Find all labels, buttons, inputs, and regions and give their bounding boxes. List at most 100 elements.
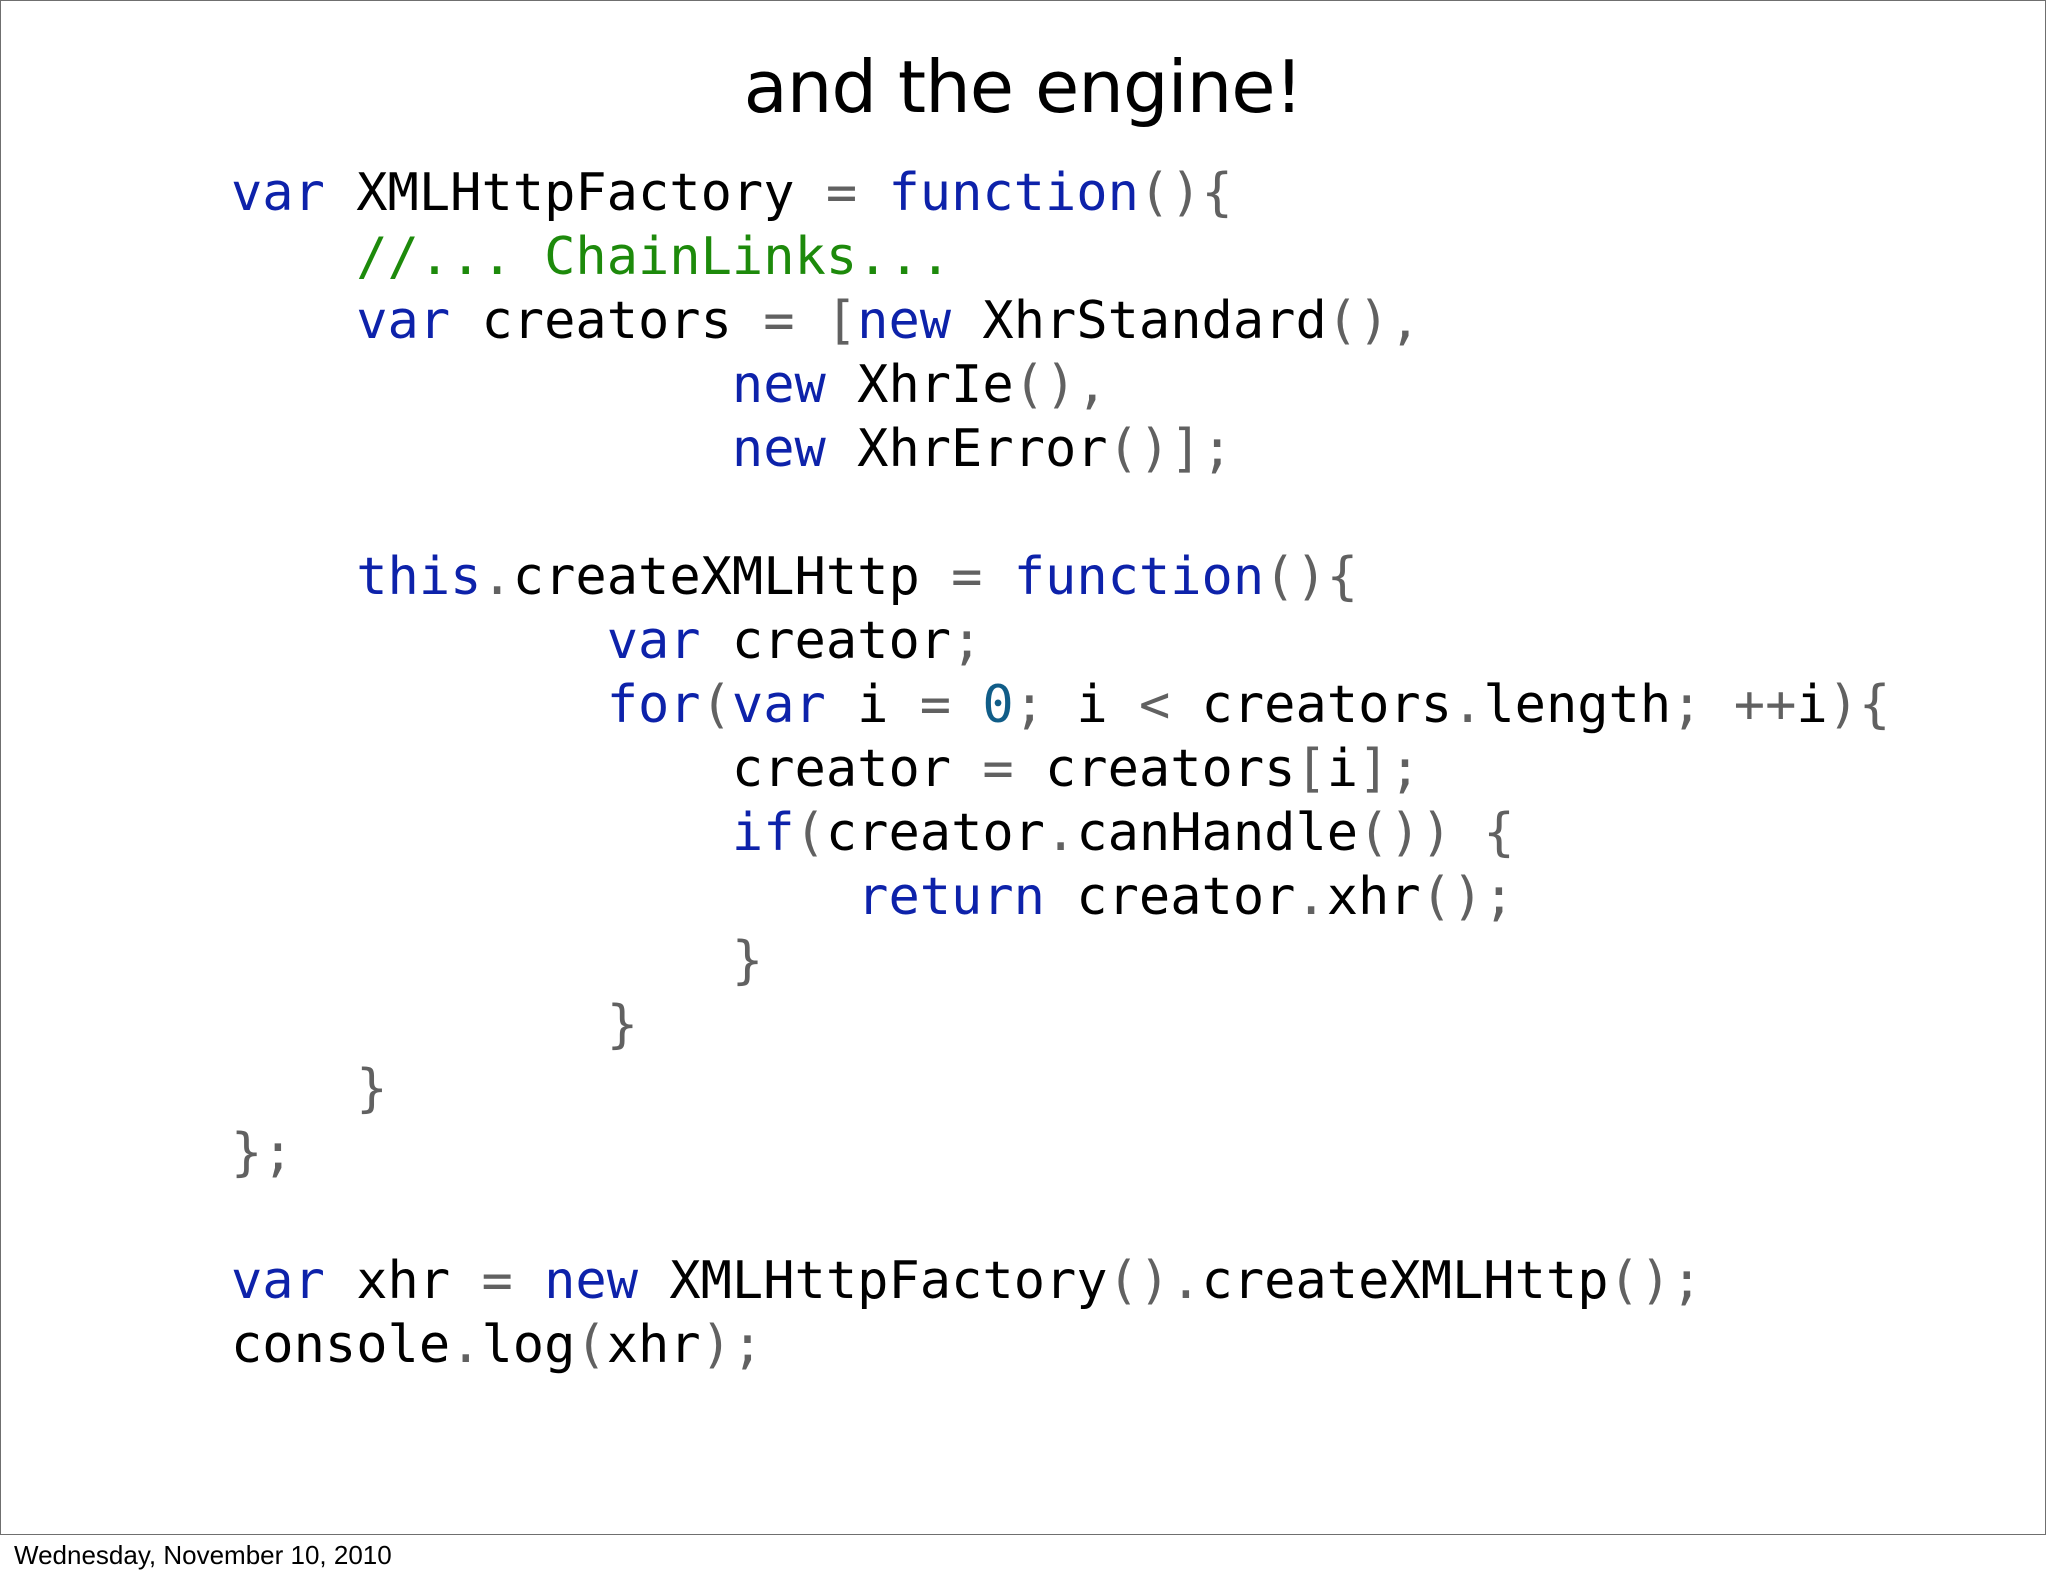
code-keyword: new bbox=[544, 1251, 639, 1311]
code-line: }; bbox=[231, 1121, 1890, 1185]
code-keyword: this bbox=[356, 547, 482, 607]
code-punctuation: (), bbox=[1326, 291, 1421, 351]
code-punctuation: = bbox=[982, 739, 1014, 799]
code-punctuation: = bbox=[481, 1251, 513, 1311]
code-text: creators bbox=[1013, 739, 1296, 799]
code-line: for(var i = 0; i < creators.length; ++i)… bbox=[231, 673, 1891, 737]
code-text: creator bbox=[1044, 867, 1296, 927]
code-punctuation: }; bbox=[231, 1123, 294, 1183]
code-punctuation: (). bbox=[1107, 1251, 1202, 1311]
code-punctuation: . bbox=[481, 547, 513, 607]
code-line: var xhr = new XMLHttpFactory().createXML… bbox=[231, 1249, 1890, 1313]
code-punctuation: < bbox=[1138, 675, 1171, 735]
code-keyword: for bbox=[606, 675, 701, 735]
code-text: i bbox=[1326, 739, 1359, 799]
code-text bbox=[231, 1187, 262, 1247]
code-keyword: var bbox=[356, 291, 451, 351]
code-text bbox=[231, 483, 262, 543]
code-block: var XMLHttpFactory = function(){ //... C… bbox=[231, 161, 1890, 1377]
code-line: } bbox=[231, 993, 1890, 1057]
code-text bbox=[231, 931, 732, 991]
code-line: new XhrIe(), bbox=[231, 353, 1890, 417]
code-keyword: if bbox=[731, 803, 795, 863]
code-text: i bbox=[1796, 675, 1828, 735]
code-keyword: new bbox=[731, 419, 826, 479]
code-text bbox=[231, 611, 607, 671]
code-punctuation: [ bbox=[1295, 739, 1327, 799]
code-line: //... ChainLinks... bbox=[231, 225, 1890, 289]
code-text bbox=[231, 995, 607, 1055]
code-keyword: var bbox=[606, 611, 701, 671]
code-keyword: var bbox=[231, 1251, 325, 1311]
code-line bbox=[231, 1185, 1890, 1249]
code-text: XhrStandard bbox=[951, 291, 1327, 351]
code-text bbox=[513, 1251, 544, 1311]
code-punctuation: ( bbox=[794, 803, 826, 863]
code-text: creator bbox=[825, 803, 1045, 863]
code-text bbox=[231, 547, 356, 607]
code-text: xhr bbox=[1326, 867, 1421, 927]
code-line: } bbox=[231, 1057, 1890, 1121]
code-text: xhr bbox=[324, 1251, 482, 1311]
code-text bbox=[795, 291, 826, 351]
code-text: creators bbox=[450, 291, 764, 351]
code-punctuation: . bbox=[1045, 803, 1077, 863]
code-text bbox=[231, 675, 607, 735]
code-line: if(creator.canHandle()) { bbox=[231, 801, 1890, 865]
code-punctuation: = bbox=[825, 163, 858, 223]
code-punctuation: ()]; bbox=[1107, 419, 1233, 479]
code-text: i bbox=[1045, 675, 1139, 735]
code-punctuation: = bbox=[951, 547, 983, 607]
code-text bbox=[231, 419, 732, 479]
code-punctuation: ){ bbox=[1827, 675, 1891, 735]
code-text: XMLHttpFactory bbox=[638, 1251, 1108, 1311]
code-text: XhrIe bbox=[825, 355, 1014, 415]
code-punctuation: ]; bbox=[1358, 739, 1421, 799]
code-line: new XhrError()]; bbox=[231, 417, 1890, 481]
code-text: canHandle bbox=[1076, 803, 1359, 863]
code-punctuation: (){ bbox=[1264, 547, 1359, 607]
code-punctuation: (); bbox=[1420, 867, 1515, 927]
code-text bbox=[1702, 675, 1733, 735]
code-punctuation: ++ bbox=[1733, 675, 1797, 735]
code-punctuation: (){ bbox=[1138, 163, 1233, 223]
code-text: XMLHttpFactory bbox=[324, 163, 826, 223]
code-punctuation: = bbox=[763, 291, 795, 351]
code-keyword: var bbox=[731, 675, 826, 735]
code-text: i bbox=[825, 675, 920, 735]
code-punctuation: [ bbox=[825, 291, 858, 351]
code-keyword: new bbox=[731, 355, 826, 415]
code-line: return creator.xhr(); bbox=[231, 865, 1890, 929]
footer-date: Wednesday, November 10, 2010 bbox=[14, 1540, 392, 1570]
code-text bbox=[231, 291, 356, 351]
code-keyword: var bbox=[231, 163, 325, 223]
code-punctuation: . bbox=[1452, 675, 1484, 735]
code-text bbox=[231, 1059, 356, 1119]
code-punctuation: } bbox=[731, 931, 764, 991]
code-text bbox=[231, 227, 356, 287]
code-text: createXMLHttp bbox=[1201, 1251, 1609, 1311]
code-text: creator bbox=[700, 611, 952, 671]
code-text: xhr bbox=[606, 1315, 701, 1375]
slide: and the engine! var XMLHttpFactory = fun… bbox=[0, 0, 2046, 1535]
code-line bbox=[231, 481, 1890, 545]
code-punctuation: ( bbox=[700, 675, 732, 735]
code-punctuation: { bbox=[1483, 803, 1515, 863]
code-text bbox=[231, 803, 732, 863]
code-text: log bbox=[481, 1315, 576, 1375]
code-line: var creators = [new XhrStandard(), bbox=[231, 289, 1890, 353]
code-text: creators bbox=[1170, 675, 1453, 735]
code-keyword: function bbox=[888, 163, 1139, 223]
code-line: var XMLHttpFactory = function(){ bbox=[231, 161, 1890, 225]
code-punctuation: (); bbox=[1608, 1251, 1703, 1311]
code-keyword: function bbox=[1013, 547, 1265, 607]
code-comment: //... ChainLinks... bbox=[356, 227, 952, 287]
code-punctuation: (), bbox=[1013, 355, 1108, 415]
code-text: creator bbox=[231, 739, 983, 799]
code-punctuation: ( bbox=[575, 1315, 607, 1375]
code-punctuation: . bbox=[1295, 867, 1327, 927]
code-line: creator = creators[i]; bbox=[231, 737, 1890, 801]
code-line: var creator; bbox=[231, 609, 1890, 673]
code-punctuation: ; bbox=[951, 611, 983, 671]
code-text bbox=[1452, 803, 1483, 863]
